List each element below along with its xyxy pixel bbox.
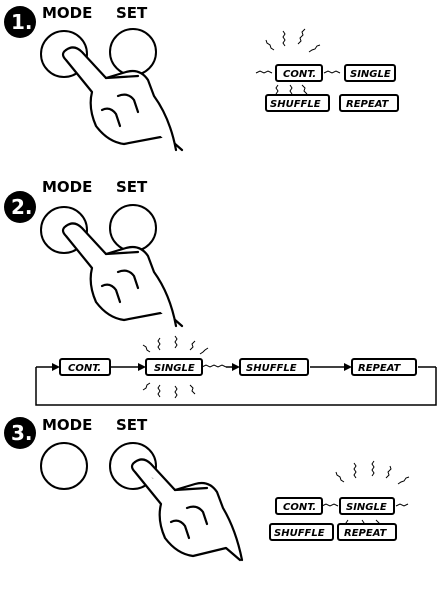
step-3-shuffle-indicator xyxy=(269,523,334,541)
step-3-shuffle-text: SHUFFLE xyxy=(274,528,325,539)
step-2-pointing-hand-icon xyxy=(61,222,184,328)
step-3-single-indicator xyxy=(339,497,395,515)
step-1-pointing-hand-icon xyxy=(61,46,184,152)
cycle-shuffle-text: SHUFFLE xyxy=(246,363,297,374)
step-3-pointing-hand-icon xyxy=(130,458,244,562)
step-1-repeat-text: REPEAT xyxy=(346,99,389,110)
step-1-display: CONT. SINGLE SHUFFLE REPEAT xyxy=(255,28,399,112)
step-3: 3. MODE SET xyxy=(4,416,410,562)
step-1-number: 1. xyxy=(11,10,33,34)
step-1-mode-label: MODE xyxy=(42,4,92,22)
step-1-flash-rays xyxy=(255,28,341,95)
cycle-cont-text: CONT. xyxy=(68,363,101,374)
step-1-shuffle-text: SHUFFLE xyxy=(270,99,321,110)
step-3-badge: 3. xyxy=(4,417,36,449)
step-3-repeat-indicator xyxy=(337,523,397,541)
step-2-set-button[interactable] xyxy=(109,204,157,252)
step-1-set-button[interactable] xyxy=(109,28,157,76)
step-3-wavy-link xyxy=(321,503,339,507)
step-3-repeat-text: REPEAT xyxy=(344,528,387,539)
step-1-cont-indicator xyxy=(275,64,323,82)
step-2-mode-label: MODE xyxy=(42,178,92,196)
step-2-number: 2. xyxy=(11,195,33,219)
cycle-wavy-link xyxy=(201,364,227,368)
cycle-single-text: SINGLE xyxy=(154,363,195,374)
step-3-cont-text: CONT. xyxy=(283,502,316,513)
step-3-flash-rays xyxy=(335,460,410,530)
step-2: 2. MODE SET CONT. xyxy=(4,178,437,406)
step-1-shuffle-indicator xyxy=(265,94,330,112)
step-3-number: 3. xyxy=(11,421,33,445)
step-3-set-label: SET xyxy=(116,416,148,434)
mode-cycle-sequence: CONT. SINGLE SHUFFLE REPEAT xyxy=(35,335,437,406)
step-3-mode-label: MODE xyxy=(42,416,92,434)
cycle-repeat-text: REPEAT xyxy=(358,363,401,374)
step-3-single-text: SINGLE xyxy=(346,502,387,513)
step-3-display: CONT. SINGLE SHUFFLE REPEAT xyxy=(269,460,410,541)
step-1-cont-text: CONT. xyxy=(283,69,316,80)
cycle-return-line xyxy=(35,367,437,406)
step-1: 1. MODE SET xyxy=(4,4,399,152)
step-1-badge: 1. xyxy=(4,6,36,38)
step-2-set-label: SET xyxy=(116,178,148,196)
step-2-badge: 2. xyxy=(4,191,36,223)
step-1-set-label: SET xyxy=(116,4,148,22)
cycle-single-flash-rays xyxy=(142,335,209,399)
step-1-single-text: SINGLE xyxy=(350,69,391,80)
step-1-repeat-indicator xyxy=(339,94,399,112)
cycle-shuffle-indicator xyxy=(239,358,309,376)
step-3-mode-button[interactable] xyxy=(40,442,88,490)
step-1-single-indicator xyxy=(344,64,396,82)
cycle-repeat-indicator xyxy=(351,358,417,376)
